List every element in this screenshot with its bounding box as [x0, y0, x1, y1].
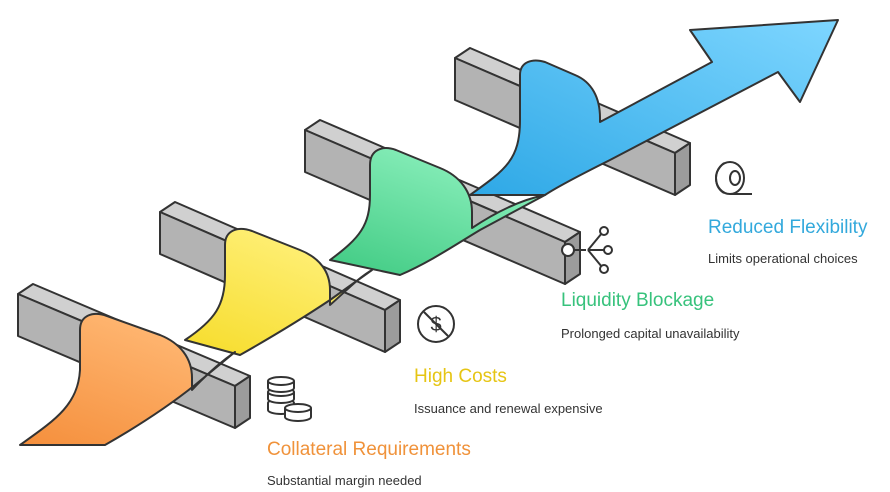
ribbon-segment-yellow	[184, 227, 373, 356]
roll-icon	[714, 161, 752, 195]
ribbon-segment-orange	[19, 312, 236, 446]
branching-nodes-icon	[561, 226, 613, 274]
stage-3-title: Liquidity Blockage	[561, 290, 715, 311]
stage-4-title: Reduced Flexibility	[708, 217, 868, 238]
no-dollar-icon: $	[417, 305, 455, 343]
stage-3-description: Prolonged capital unavailability	[561, 326, 740, 341]
ribbon-segment-blue	[469, 19, 839, 196]
stage-2-description: Issuance and renewal expensive	[414, 401, 603, 416]
stage-4-description: Limits operational choices	[708, 251, 858, 266]
stage-2-title: High Costs	[414, 366, 507, 387]
stage-1-description: Substantial margin needed	[267, 473, 422, 488]
ribbon-segment-green	[329, 147, 546, 276]
coins-stack-icon	[267, 376, 312, 422]
stage-1-title: Collateral Requirements	[267, 439, 471, 460]
